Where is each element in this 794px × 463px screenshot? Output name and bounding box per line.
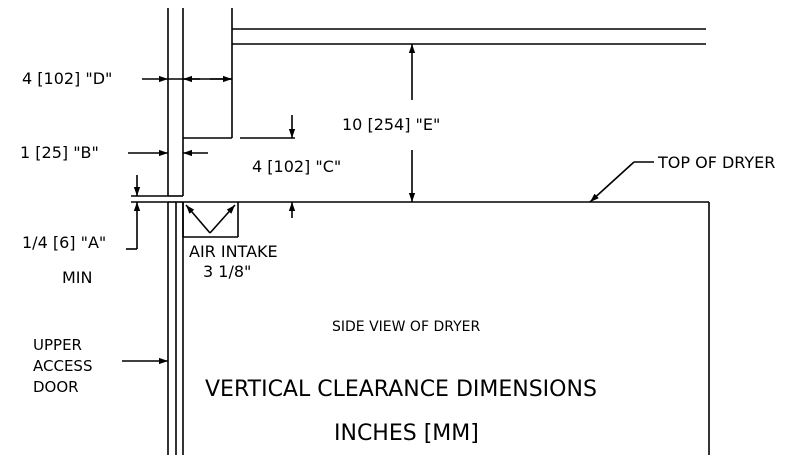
air-intake-label: AIR INTAKE bbox=[189, 242, 278, 261]
overhead-obstruction bbox=[183, 8, 706, 139]
upper-access-label-line2: ACCESS bbox=[33, 357, 92, 375]
diagram-title-line2: INCHES [MM] bbox=[334, 421, 479, 446]
dimension-e-label: 10 [254] "E" bbox=[342, 115, 440, 134]
wall-structure bbox=[167, 8, 184, 455]
top-of-dryer-label: TOP OF DRYER bbox=[657, 153, 775, 172]
dimension-b-label: 1 [25] "B" bbox=[20, 143, 99, 162]
diagram-title-line1: VERTICAL CLEARANCE DIMENSIONS bbox=[205, 377, 597, 402]
side-view-label: SIDE VIEW OF DRYER bbox=[332, 319, 480, 335]
dimension-a-label: 1/4 [6] "A" bbox=[22, 233, 106, 252]
dimension-d-label: 4 [102] "D" bbox=[22, 69, 112, 88]
dimension-c bbox=[240, 115, 296, 218]
upper-access-label-line3: DOOR bbox=[33, 378, 79, 396]
upper-access-label-line1: UPPER bbox=[33, 336, 82, 354]
dimension-c-label: 4 [102] "C" bbox=[252, 157, 341, 176]
dimension-a bbox=[126, 175, 168, 250]
dimension-a-min-label: MIN bbox=[62, 268, 93, 287]
air-intake-symbol bbox=[182, 202, 239, 238]
top-of-dryer-leader bbox=[589, 161, 654, 203]
air-intake-size-label: 3 1/8" bbox=[203, 262, 251, 281]
dryer-outline bbox=[183, 201, 710, 455]
